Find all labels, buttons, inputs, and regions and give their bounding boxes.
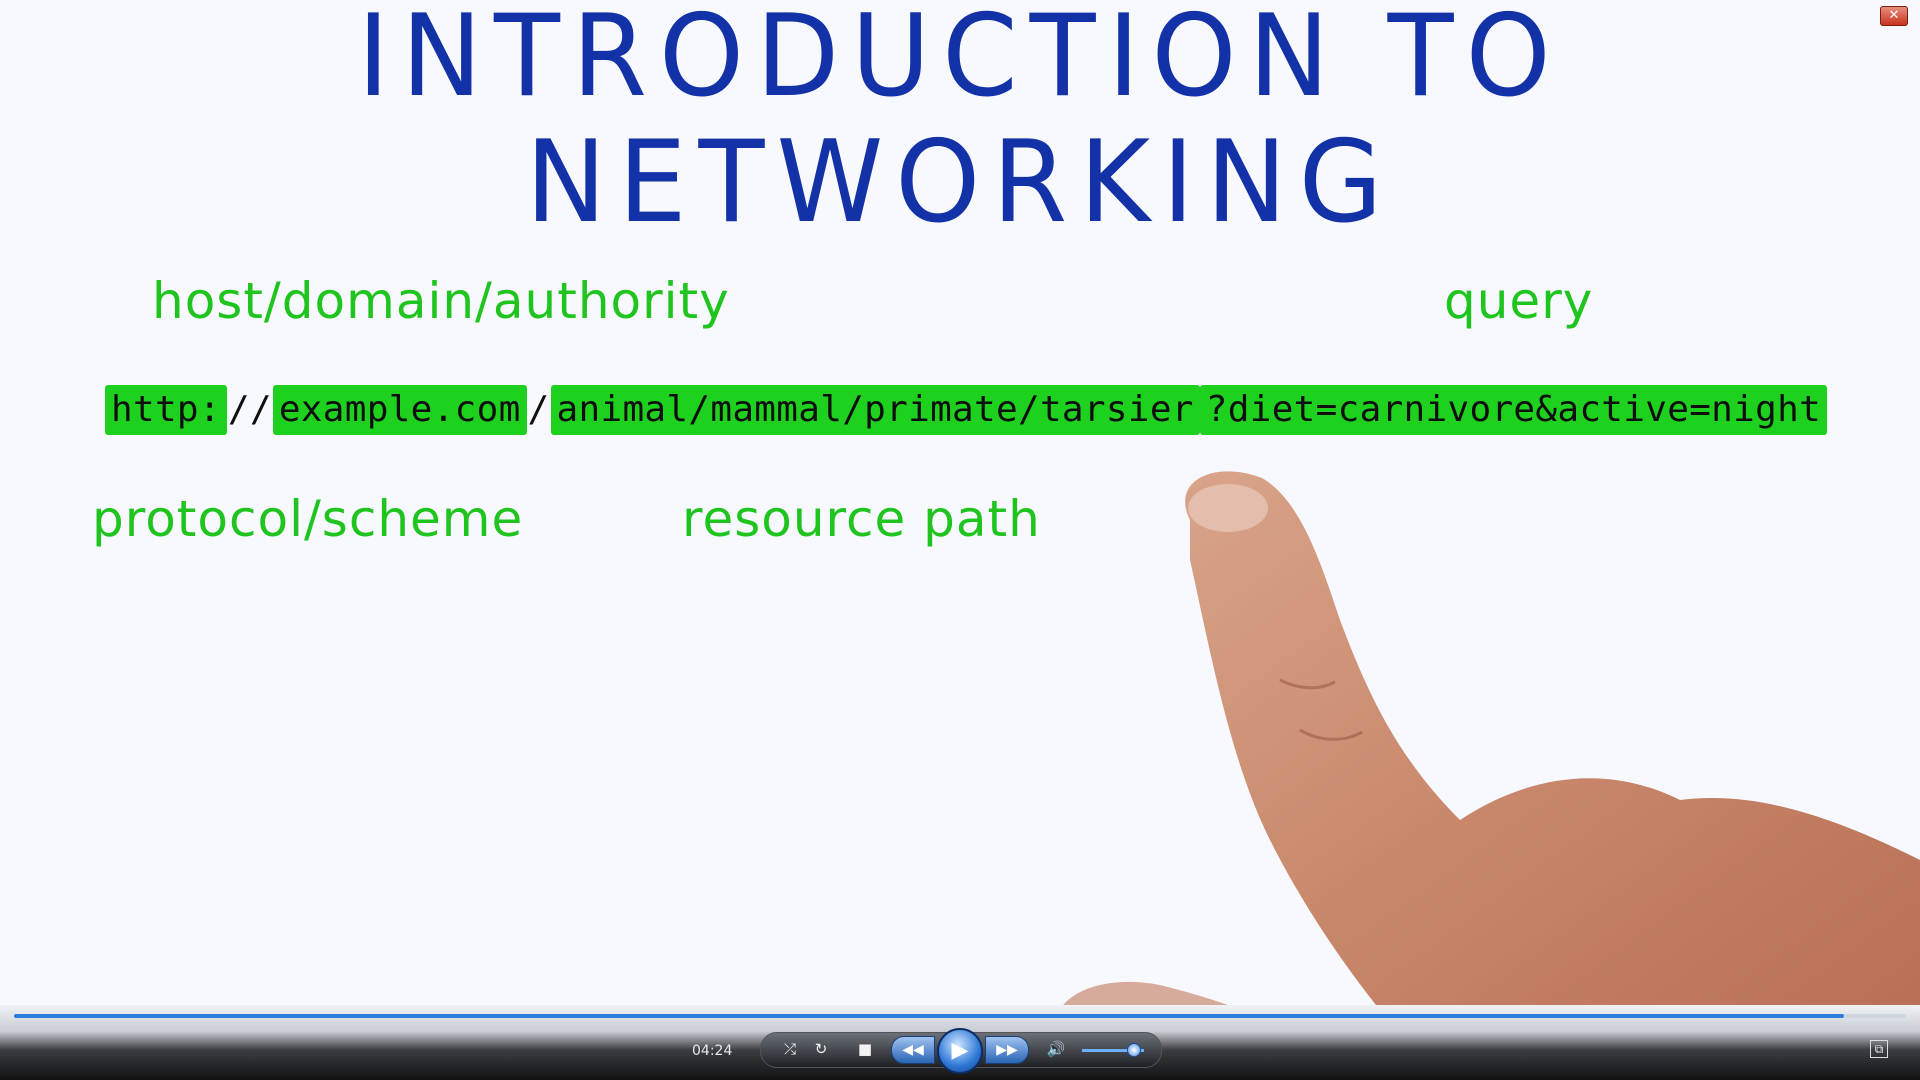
pointing-hand-illustration bbox=[1060, 471, 1920, 1010]
fingernail bbox=[1188, 484, 1268, 532]
label-host: host/domain/authority bbox=[152, 272, 730, 330]
url-segment: animal/mammal/primate/tarsier bbox=[550, 385, 1200, 435]
rewind-icon[interactable]: ◀◀ bbox=[891, 1036, 935, 1064]
label-resource-path: resource path bbox=[682, 490, 1041, 548]
close-button[interactable]: ✕ bbox=[1880, 6, 1908, 26]
speaker-icon[interactable]: 🔊 bbox=[1046, 1040, 1066, 1058]
url-segment: http: bbox=[105, 385, 227, 435]
switch-view-icon[interactable]: ⧉ bbox=[1870, 1040, 1888, 1058]
url-segment: / bbox=[527, 389, 550, 430]
video-frame[interactable]: INTRODUCTION TO NETWORKING ✕ host/domain… bbox=[0, 0, 1920, 1010]
seek-bar-progress bbox=[14, 1014, 1844, 1018]
current-time: 04:24 bbox=[692, 1043, 733, 1059]
url-segment: // bbox=[227, 389, 272, 430]
volume-slider[interactable] bbox=[1082, 1049, 1144, 1052]
shuffle-icon[interactable]: ⤮ bbox=[783, 1040, 796, 1058]
label-query: query bbox=[1444, 272, 1594, 330]
label-protocol: protocol/scheme bbox=[92, 490, 524, 548]
url-segment: ?diet=carnivore&active=night bbox=[1199, 385, 1828, 435]
url-segment: example.com bbox=[272, 385, 527, 435]
repeat-icon[interactable]: ↻ bbox=[814, 1040, 828, 1058]
fast-forward-icon[interactable]: ▶▶ bbox=[985, 1036, 1029, 1064]
slide-title: INTRODUCTION TO NETWORKING bbox=[357, 0, 1563, 249]
volume-knob[interactable] bbox=[1126, 1043, 1141, 1057]
media-player-controls: 04:24 ⤮ ↻ ■ ◀◀ ▶▶ ▶ 🔊 ⧉ bbox=[0, 1005, 1920, 1080]
url-example: http://example.com/animal/mammal/primate… bbox=[105, 385, 1828, 435]
seek-bar[interactable] bbox=[14, 1014, 1906, 1018]
play-icon[interactable]: ▶ bbox=[937, 1028, 983, 1074]
stop-icon[interactable]: ■ bbox=[857, 1040, 873, 1058]
